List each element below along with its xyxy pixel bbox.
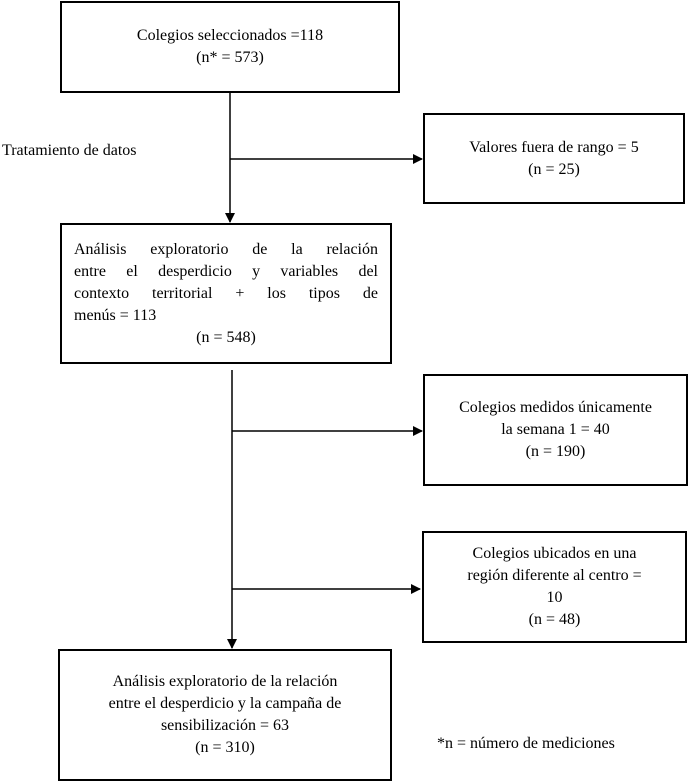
footnote: *n = número de mediciones [437, 735, 615, 752]
box-selected-schools: Colegios seleccionados =118 (n* = 573) [60, 1, 400, 93]
box-exploratory-1-line3: contexto territorial + los tipos de [74, 284, 378, 302]
box-other-region: Colegios ubicados en una región diferent… [422, 531, 687, 643]
box-region-line1: Colegios ubicados en una [472, 545, 637, 562]
box-region-line3: 10 [546, 589, 563, 606]
data-treatment-label: Tratamiento de datos [2, 142, 137, 159]
box-exploratory-1-line4: menús = 113 [74, 306, 157, 324]
box-exploratory-2-line4: (n = 310) [195, 739, 255, 756]
box-region-line4: (n = 48) [528, 611, 581, 628]
box-week1-line3: (n = 190) [525, 443, 586, 460]
box-out-of-range-line2: (n = 25) [528, 160, 580, 178]
box-out-of-range-line1: Valores fuera de rango = 5 [469, 138, 639, 156]
box-exploratory-analysis-1: Análisis exploratorio de la relación ent… [60, 223, 392, 364]
box-selected-line1: Colegios seleccionados =118 [136, 27, 324, 44]
box-exploratory-1-line5: (n = 548) [196, 328, 256, 346]
box-selected-line2: (n* = 573) [196, 49, 264, 66]
box-exploratory-2-line1: Análisis exploratorio de la relación [112, 673, 338, 690]
box-exploratory-2-line2: entre el desperdicio y la campaña de [108, 695, 342, 712]
box-exploratory-2-line3: sensibilización = 63 [160, 717, 290, 734]
box-region-line2: región diferente al centro = [467, 567, 642, 584]
box-week1-line1: Colegios medidos únicamente [459, 399, 652, 416]
box-exploratory-1-line2: entre el desperdicio y variables del [74, 262, 378, 280]
box-week1-line2: la semana 1 = 40 [501, 421, 610, 438]
box-out-of-range: Valores fuera de rango = 5 (n = 25) [423, 113, 685, 204]
box-exploratory-analysis-2: Análisis exploratorio de la relación ent… [58, 649, 392, 781]
box-week1-only: Colegios medidos únicamente la semana 1 … [423, 374, 688, 486]
box-exploratory-1-line1: Análisis exploratorio de la relación [74, 240, 378, 258]
